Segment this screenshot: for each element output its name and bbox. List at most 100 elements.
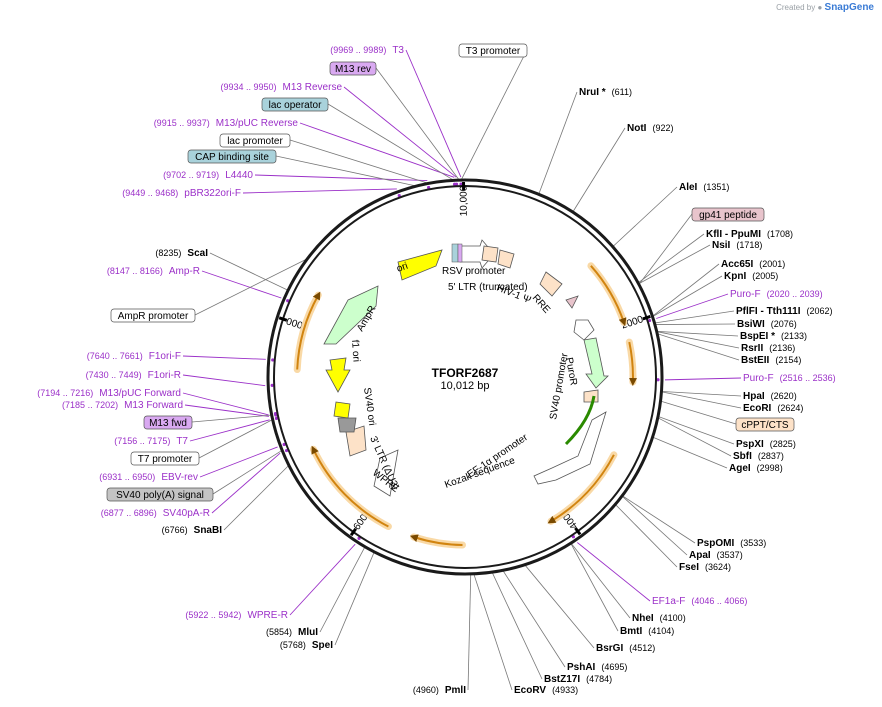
tick-label: 10,000	[459, 185, 470, 216]
enzyme-label: AleI(1351)	[679, 182, 729, 193]
feature-box-label: T7 promoter	[138, 454, 193, 465]
enzyme-label: NheI(4100)	[632, 613, 686, 624]
primer-label: (7156 .. 7175)T7	[114, 436, 188, 447]
enzyme-name: Acc65I	[721, 259, 753, 270]
primer-name: EF1a-F	[652, 596, 685, 607]
primer-connector	[289, 543, 356, 616]
enzyme-label: SbfI(2837)	[733, 451, 784, 462]
snapgene-credit: Created by ● SnapGene	[776, 2, 874, 13]
primer-name: M13/pUC Reverse	[216, 118, 299, 129]
primer-name: Puro-F	[743, 373, 774, 384]
enzyme-label: BstEII(2154)	[741, 355, 801, 366]
enzyme-separator: -	[758, 306, 767, 317]
enzyme-label: NsiI(1718)	[712, 240, 762, 251]
enzyme-name: BstEII	[741, 355, 770, 366]
m13-box	[457, 243, 463, 263]
primer-label: (9915 .. 9937)M13/pUC Reverse	[154, 118, 299, 129]
primer-site-marker	[274, 416, 279, 420]
credit-prefix: Created by	[776, 3, 816, 12]
primer-site-marker	[273, 411, 278, 416]
primer-label: (7185 .. 7202)M13 Forward	[62, 400, 183, 411]
connector-lines	[182, 49, 742, 691]
primer-position: (6931 .. 6950)	[99, 472, 155, 482]
inner-feature-label: ori	[395, 261, 409, 275]
primer-position: (2516 .. 2536)	[780, 373, 836, 383]
ltr-box	[481, 245, 499, 263]
feature-box-label: M13 fwd	[149, 418, 187, 429]
enzyme-name-alt: PpuMI	[731, 229, 761, 240]
enzyme-position: (2136)	[769, 343, 795, 353]
primer-connector	[577, 542, 651, 602]
primer-label: (5922 .. 5942)WPRE-R	[185, 610, 288, 621]
primer-name: pBR322ori-F	[184, 188, 241, 199]
enzyme-position: (922)	[652, 123, 673, 133]
enzyme-name: SpeI	[312, 640, 333, 651]
enzyme-connector	[319, 547, 365, 633]
enzyme-position: (2133)	[781, 331, 807, 341]
sv40-ori-box	[333, 401, 351, 419]
enzyme-name: BmtI	[620, 626, 642, 637]
enzyme-connector	[658, 417, 732, 457]
enzyme-name: NruI *	[579, 87, 606, 98]
primer-connector	[189, 419, 270, 442]
enzyme-connector	[657, 331, 739, 337]
primer-position: (9969 .. 9989)	[330, 45, 386, 55]
enzyme-label: (8235)ScaI	[155, 248, 208, 259]
enzyme-label: NotI (922)	[627, 123, 673, 134]
primer-connector	[184, 404, 269, 417]
primer-connector	[182, 374, 266, 387]
enzyme-connector	[657, 331, 740, 349]
feature-connector	[289, 139, 427, 184]
enzyme-position: (611)	[612, 87, 632, 97]
enzyme-label: HpaI(2620)	[743, 391, 797, 402]
feature-box-label: gp41 peptide	[699, 210, 757, 221]
orf-arc	[296, 291, 321, 370]
enzyme-label: PshAI(4695)	[567, 662, 627, 673]
enzyme-position: (3624)	[705, 562, 731, 572]
enzyme-name: KflI	[706, 229, 722, 240]
primer-position: (7430 .. 7449)	[86, 370, 142, 380]
enzyme-connector	[334, 552, 375, 646]
enzyme-label: PflFI - Tth111I(2062)	[736, 306, 832, 317]
feature-box	[130, 451, 200, 466]
feature-connector	[639, 213, 693, 284]
primer-connector	[242, 188, 397, 194]
enzyme-name: AgeI	[729, 463, 751, 474]
enzyme-name: NotI	[627, 123, 647, 134]
enzyme-position: (5768)	[280, 640, 306, 650]
primer-position: (9702 .. 9719)	[163, 170, 219, 180]
cppt-box	[583, 389, 599, 403]
feature-box	[735, 417, 795, 432]
enzyme-label: KpnI(2005)	[724, 271, 778, 282]
enzyme-connector	[655, 310, 735, 324]
primer-site-marker	[459, 182, 463, 186]
primer-connector	[201, 270, 282, 299]
primer-label: EF1a-F(4046 .. 4066)	[652, 596, 747, 607]
primer-label: Puro-F (2516 .. 2536)	[743, 373, 836, 384]
primer-connector	[182, 355, 266, 360]
feature-box	[261, 97, 329, 112]
primer-connector	[211, 452, 281, 514]
enzyme-position: (2998)	[757, 463, 783, 473]
enzyme-connector	[570, 543, 619, 632]
feature-box-label: lac promoter	[227, 136, 283, 147]
enzyme-connector	[639, 244, 711, 284]
primer-position: (7185 .. 7202)	[62, 400, 118, 410]
inner-feature-label: RSV promoter	[442, 266, 506, 277]
enzyme-label: AgeI (2998)	[729, 463, 783, 474]
primer-connector	[299, 122, 455, 178]
feature-connector	[375, 67, 459, 180]
ampr-arrow	[323, 285, 379, 345]
enzyme-connector	[503, 571, 566, 668]
primer-site-marker	[427, 185, 431, 190]
enzyme-connector	[653, 437, 728, 469]
inner-feature-label: f1 ori	[349, 339, 362, 362]
primer-name: Puro-F	[730, 289, 761, 300]
enzyme-connector	[662, 391, 742, 397]
orf-arc	[409, 534, 463, 546]
enzyme-connector	[658, 416, 735, 445]
enzyme-name: PflFI	[736, 306, 758, 317]
primer-connector	[656, 293, 729, 319]
feature-box	[106, 487, 214, 502]
enzyme-name: PspXI	[736, 439, 764, 450]
